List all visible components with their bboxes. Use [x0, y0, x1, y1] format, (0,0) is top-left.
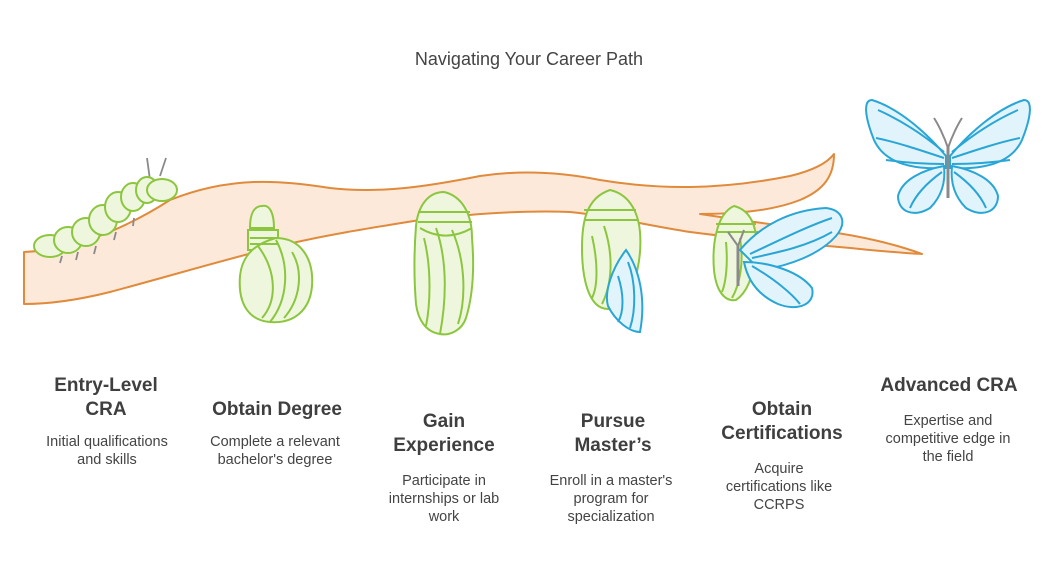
stage-desc-obtain-certifications: Acquire certifications like CCRPS — [725, 461, 833, 513]
caterpillar-icon — [33, 157, 178, 264]
chrysalis-icon — [413, 190, 475, 336]
stage-desc-gain-experience: Participate in internships or lab work — [388, 473, 500, 525]
chrysalis-emerging-icon — [580, 188, 644, 334]
stage-title-obtain-certifications: Obtain Certifications — [721, 399, 843, 444]
stage-desc-pursue-masters: Enroll in a master's program for special… — [549, 473, 673, 525]
stage-desc-entry-level: Initial qualifications and skills — [46, 434, 168, 468]
stage-desc-advanced-cra: Expertise and competitive edge in the fi… — [885, 413, 1011, 465]
stage-desc-obtain-degree: Complete a relevant bachelor's degree — [210, 434, 340, 468]
stage-title-entry-level: Entry-Level CRA — [54, 375, 158, 420]
butterfly-emerging-icon — [712, 204, 844, 309]
diagram-title: Navigating Your Career Path — [414, 49, 644, 69]
stage-title-pursue-masters: Pursue Master’s — [574, 411, 652, 456]
stage-title-gain-experience: Gain Experience — [393, 411, 495, 456]
stage-title-obtain-degree: Obtain Degree — [212, 399, 342, 420]
butterfly-icon — [865, 98, 1031, 214]
stage-title-advanced-cra: Advanced CRA — [880, 375, 1018, 396]
small-cocoon-icon — [238, 204, 314, 324]
